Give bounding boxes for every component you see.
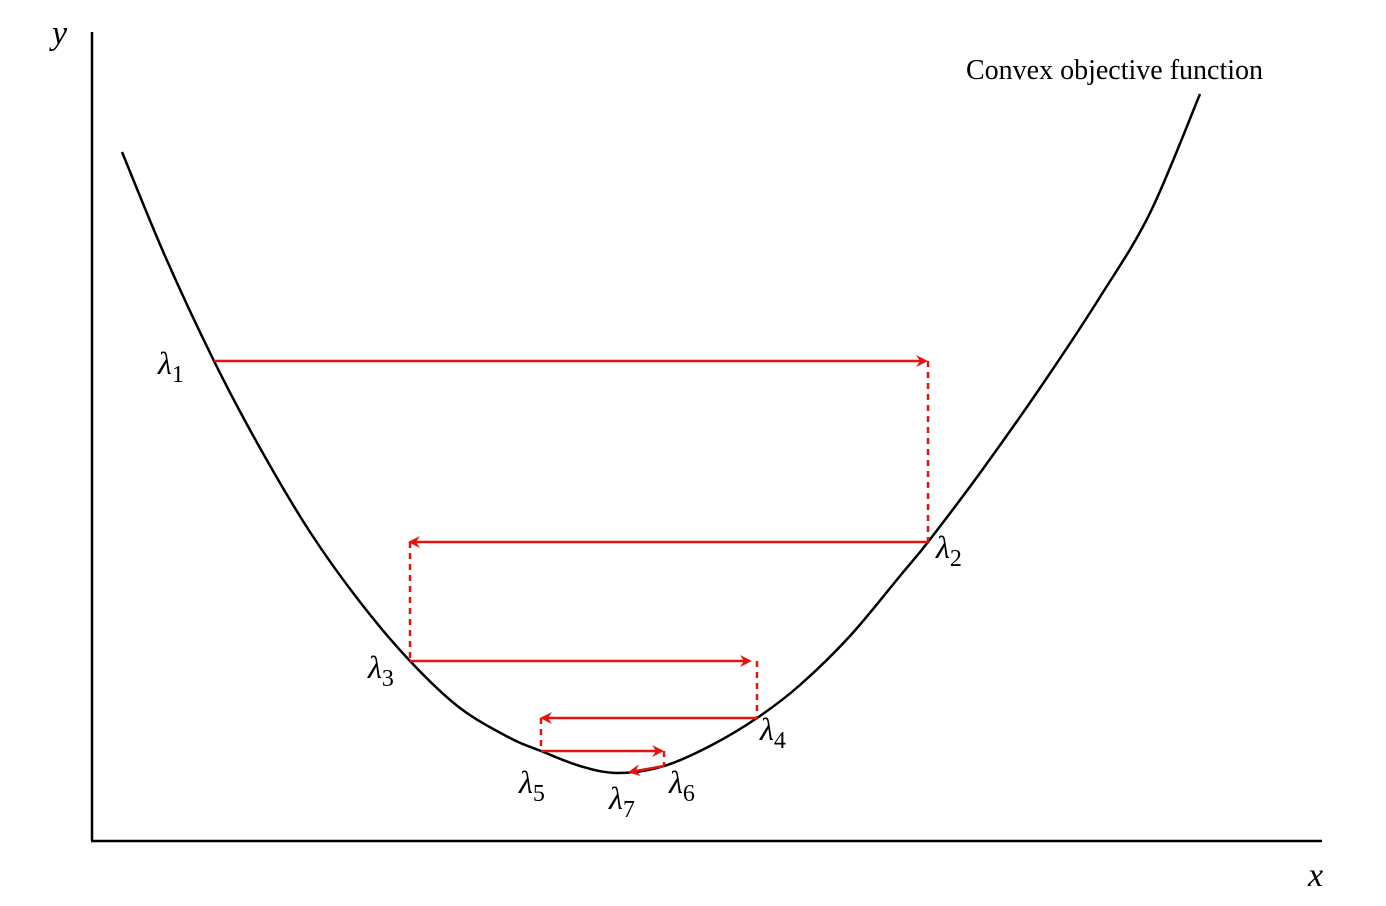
curve-label: Convex objective function <box>966 55 1263 86</box>
lambda-4-subscript: 4 <box>774 728 786 754</box>
lambda-5-label: λ5 <box>518 764 545 807</box>
lambda-3-label: λ3 <box>367 649 394 692</box>
dashed-drops <box>408 361 930 766</box>
lambda-7-subscript: 7 <box>623 797 635 823</box>
step-arrow-6-7 <box>628 764 665 777</box>
lambda-6-subscript: 6 <box>683 781 695 807</box>
lambda-5-subscript: 5 <box>533 781 545 807</box>
lambda-3-symbol: λ <box>367 649 382 685</box>
lambda-6-label: λ6 <box>668 764 695 807</box>
lambda-2-subscript: 2 <box>950 546 962 572</box>
lambda-4-label: λ4 <box>759 711 786 754</box>
lambda-7-symbol: λ <box>608 780 623 816</box>
lambda-7-label: λ7 <box>608 780 635 823</box>
x-axis-label: x <box>1307 857 1323 894</box>
lambda-4-symbol: λ <box>759 711 774 747</box>
lambda-2-symbol: λ <box>935 529 950 565</box>
iterate-labels: λ1 λ2 λ3 λ4 λ5 λ6 λ7 <box>157 345 962 823</box>
lambda-5-symbol: λ <box>518 764 533 800</box>
lambda-3-subscript: 3 <box>382 666 394 692</box>
lambda-1-label: λ1 <box>157 345 184 388</box>
lambda-1-symbol: λ <box>157 345 172 381</box>
convex-curve <box>120 93 1202 775</box>
step-arrows <box>214 355 928 777</box>
lambda-1-subscript: 1 <box>172 362 184 388</box>
lambda-6-symbol: λ <box>668 764 683 800</box>
lambda-2-label: λ2 <box>935 529 962 572</box>
y-axis-label: y <box>49 15 68 52</box>
axes: y x <box>49 15 1323 894</box>
